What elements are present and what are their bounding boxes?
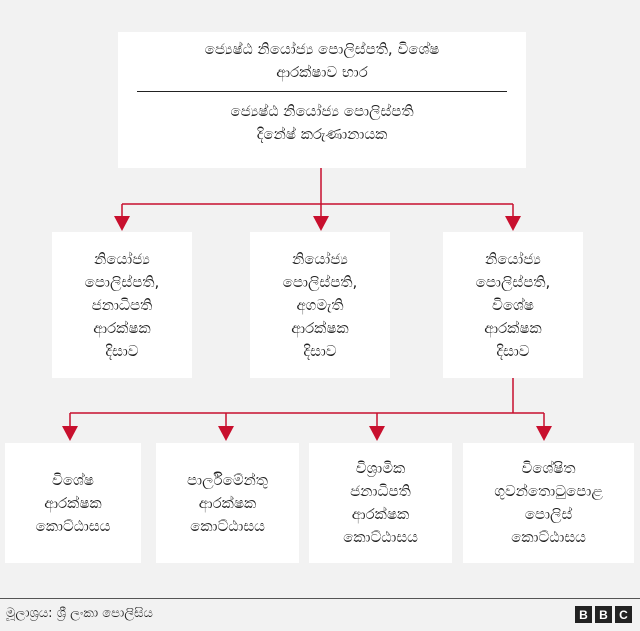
footer-divider bbox=[0, 598, 640, 599]
node-label-line: කොට්ඨාසය bbox=[343, 528, 418, 546]
node-label-line: දිසාව bbox=[496, 341, 530, 360]
node-label-line: දිසාව bbox=[105, 341, 139, 360]
node-label-line: පොලිස් bbox=[524, 505, 573, 523]
node-dig-special-security: නියෝජ්‍ය පොලිස්පති, විශේෂ ආරක්ෂක දිසාව bbox=[443, 232, 583, 378]
node-airport-police-division: විශේෂිත ගුවන්තොටුපොළ පොලිස් කොට්ඨාසය bbox=[463, 443, 634, 563]
arrow-down-icon bbox=[62, 426, 78, 441]
node-label-line: ආරක්ෂක bbox=[198, 493, 257, 512]
source-credit: මූලාශ්‍රය: ශ්‍රී ලංකා පොලිසිය bbox=[6, 606, 153, 621]
node-label-line: විශේෂිත bbox=[521, 459, 576, 477]
node-label-line: ආරක්ෂක bbox=[351, 505, 410, 523]
node-special-security-division: විශේෂ ආරක්ෂක කොට්ඨාසය bbox=[5, 443, 141, 563]
node-label-line: පොලිස්පති, bbox=[475, 272, 551, 291]
node-label-line: ආරක්ෂක bbox=[93, 318, 151, 337]
node-label-line: විශ්‍රාමික bbox=[355, 459, 406, 477]
top-role-line: ආරක්ෂාව භාර bbox=[276, 63, 368, 81]
arrow-down-icon bbox=[313, 216, 329, 231]
node-dig-presidential-security: නියෝජ්‍ය පොලිස්පති, ජනාධිපති ආරක්ෂක දිසා… bbox=[52, 232, 192, 378]
node-label-line: පොලිස්පති, bbox=[282, 272, 358, 291]
arrow-down-icon bbox=[536, 426, 552, 441]
node-label-line: නියෝජ්‍ය bbox=[485, 249, 541, 268]
node-label-line: ජනාධිපති bbox=[91, 295, 153, 314]
node-label-line: අගමැති bbox=[296, 295, 344, 314]
node-label-line: ගුවන්තොටුපොළ bbox=[494, 482, 603, 500]
logo-letter: C bbox=[615, 606, 632, 623]
top-name-line: ජ්‍යෙෂ්ඨ නියෝජ්‍ය පොලිස්පති bbox=[230, 102, 414, 120]
node-label-line: පොලිස්පති, bbox=[84, 272, 160, 291]
node-label-line: කොට්ඨාසය bbox=[511, 528, 586, 546]
divider bbox=[137, 91, 507, 92]
logo-letter: B bbox=[575, 606, 592, 623]
arrow-down-icon bbox=[505, 216, 521, 231]
top-node-senior-dig: ජ්‍යෙෂ්ඨ නියෝජ්‍ය පොලිස්පති, විශේෂ ආරක්ෂ… bbox=[118, 32, 526, 168]
connector-lines bbox=[62, 168, 552, 441]
node-label-line: පාර්ලිමේන්තු bbox=[187, 470, 268, 489]
bbc-logo: B B C bbox=[575, 606, 632, 623]
node-label-line: නියෝජ්‍ය bbox=[292, 249, 348, 268]
arrow-down-icon bbox=[369, 426, 385, 441]
logo-letter: B bbox=[595, 606, 612, 623]
arrow-down-icon bbox=[218, 426, 234, 441]
top-role-line: ජ්‍යෙෂ්ඨ නියෝජ්‍ය පොලිස්පති, විශේෂ bbox=[204, 40, 440, 58]
node-label-line: විශේෂ bbox=[492, 295, 534, 314]
node-label-line: ආරක්ෂක bbox=[484, 318, 542, 337]
node-label-line: දිසාව bbox=[303, 341, 337, 360]
node-dig-pm-security: නියෝජ්‍ය පොලිස්පති, අගමැති ආරක්ෂක දිසාව bbox=[250, 232, 390, 378]
node-retired-president-security-division: විශ්‍රාමික ජනාධිපති ආරක්ෂක කොට්ඨාසය bbox=[309, 443, 452, 563]
node-parliament-security-division: පාර්ලිමේන්තු ආරක්ෂක කොට්ඨාසය bbox=[156, 443, 299, 563]
arrow-down-icon bbox=[114, 216, 130, 231]
node-label-line: නියෝජ්‍ය bbox=[94, 249, 150, 268]
node-label-line: කොට්ඨාසය bbox=[190, 516, 265, 535]
node-label-line: ආරක්ෂක bbox=[291, 318, 349, 337]
top-name-line: දිනේෂ් කරුණානායක bbox=[256, 125, 388, 143]
node-label-line: විශේෂ bbox=[52, 470, 94, 489]
node-label-line: ජනාධිපති bbox=[350, 482, 411, 500]
node-label-line: ආරක්ෂක bbox=[44, 493, 102, 512]
node-label-line: කොට්ඨාසය bbox=[35, 516, 111, 535]
